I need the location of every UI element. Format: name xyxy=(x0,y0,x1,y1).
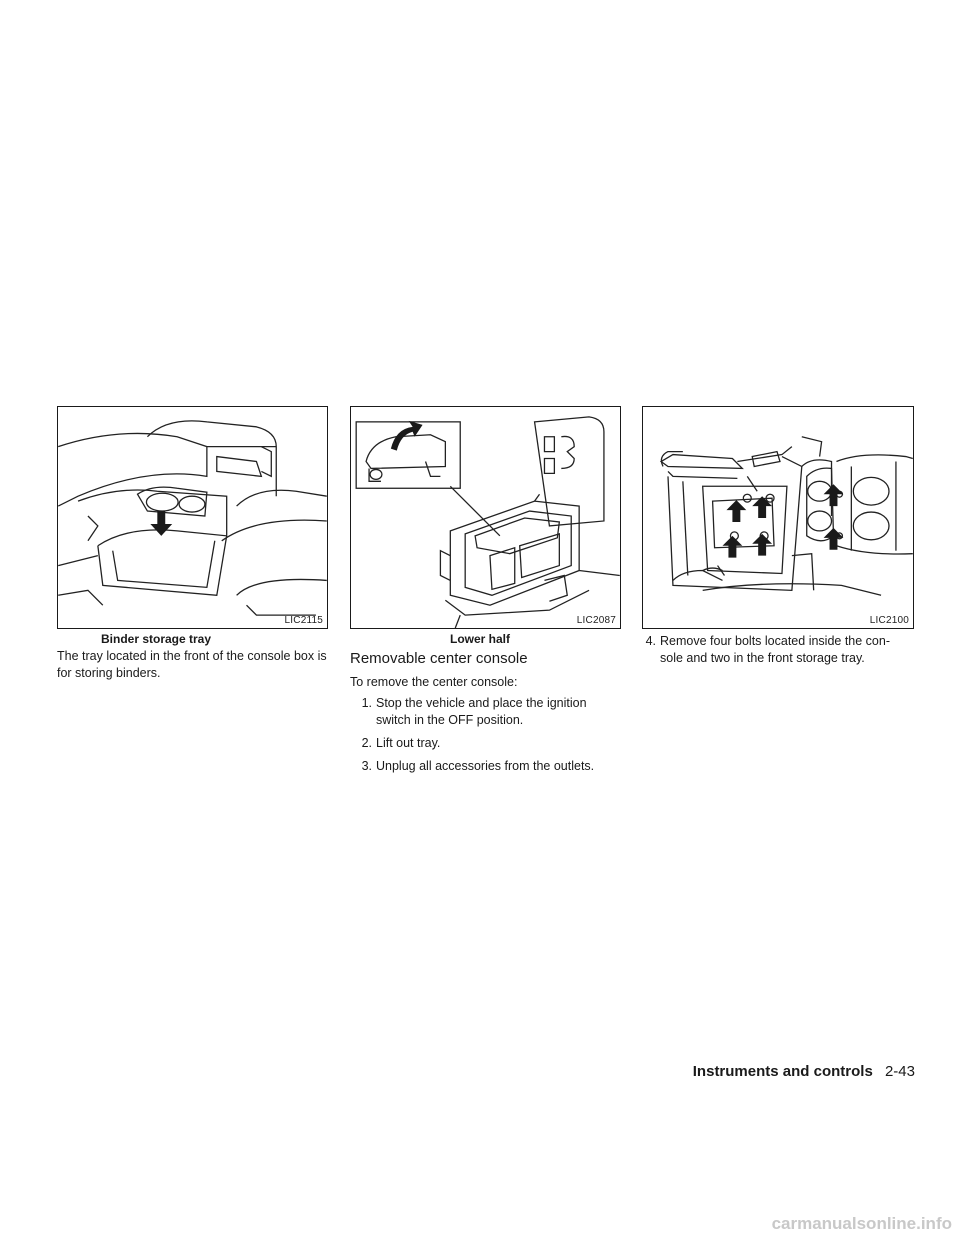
figure-code: LIC2100 xyxy=(869,615,909,626)
list-item: 4. Remove four bolts located inside the … xyxy=(642,633,914,667)
column-3: LIC2100 4. Remove four bolts located ins… xyxy=(642,406,914,673)
figure-code: LIC2087 xyxy=(576,615,616,626)
step-text: Remove four bolts located inside the con… xyxy=(660,634,890,665)
column-2: LIC2087 Lower half Removable center cons… xyxy=(350,406,621,781)
section-heading: Removable center console xyxy=(350,650,528,667)
step-text: Stop the vehicle and place the ignition … xyxy=(376,696,587,727)
figure-binder-storage-tray: LIC2115 xyxy=(57,406,328,629)
figure-caption: Binder storage tray xyxy=(101,632,212,646)
step-number: 3. xyxy=(361,759,372,773)
list-item: 2. Lift out tray. xyxy=(350,735,621,752)
step-number: 2. xyxy=(361,736,372,750)
instructions-intro: To remove the center console: xyxy=(350,675,518,689)
step-text: Unplug all accessories from the outlets. xyxy=(376,759,595,773)
step-text: Lift out tray. xyxy=(376,736,441,750)
figure-console-bolts: LIC2100 xyxy=(642,406,914,629)
column-1: LIC2115 Binder storage tray The tray loc… xyxy=(57,406,328,682)
binder-tray-description: The tray located in the front of the con… xyxy=(57,649,327,680)
step-list: 4. Remove four bolts located inside the … xyxy=(642,633,914,667)
step-number: 4. xyxy=(645,634,656,648)
footer-section-title: Instruments and controls xyxy=(692,1063,873,1080)
list-item: 3. Unplug all accessories from the outle… xyxy=(350,758,621,775)
page-footer: Instruments and controls 2-43 xyxy=(600,1063,915,1080)
step-list: 1. Stop the vehicle and place the igniti… xyxy=(350,695,621,775)
step-number: 1. xyxy=(361,696,372,710)
list-item: 1. Stop the vehicle and place the igniti… xyxy=(350,695,621,729)
binder-tray-illustration xyxy=(58,420,327,616)
page-number: 2-43 xyxy=(884,1063,915,1080)
console-bolts-illustration xyxy=(659,436,913,596)
figure-lower-half: LIC2087 xyxy=(350,406,621,629)
lower-half-illustration xyxy=(355,416,620,628)
watermark: carmanualsonline.info xyxy=(771,1214,952,1233)
figure-code: LIC2115 xyxy=(284,615,323,626)
figure-caption: Lower half xyxy=(450,632,511,646)
